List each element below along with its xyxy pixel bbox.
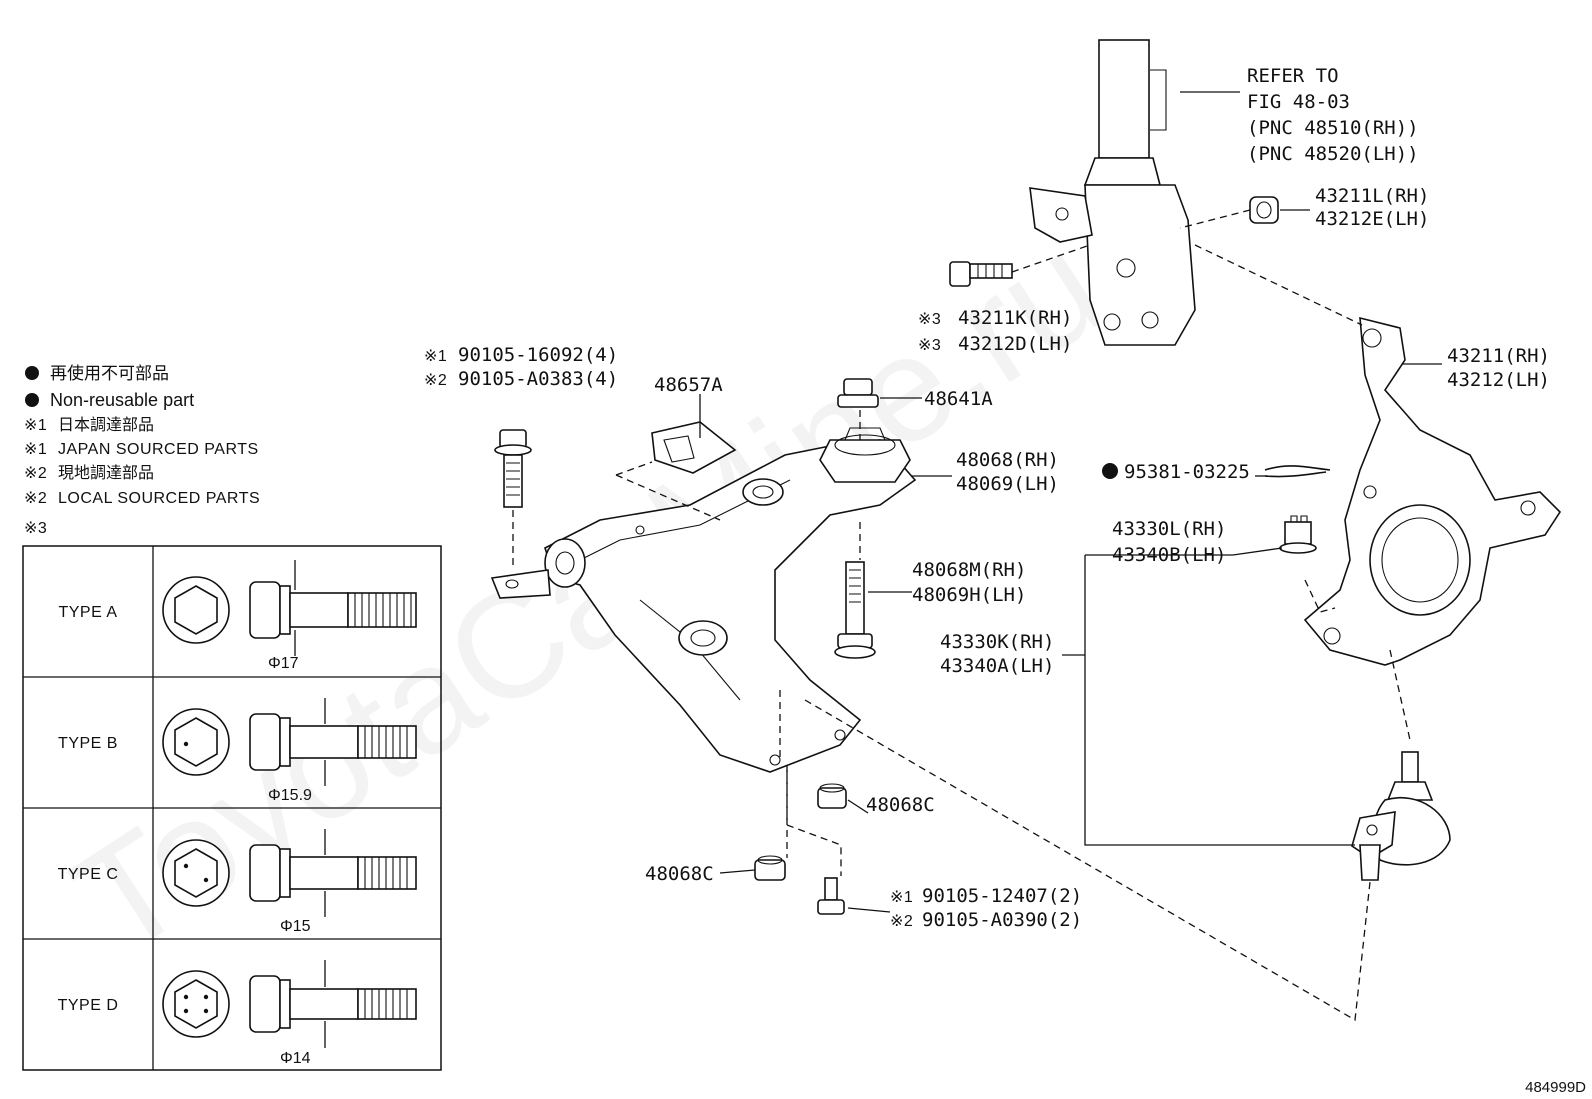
bolt-side-icon — [249, 698, 417, 786]
sourcing-mark: ※1 — [424, 348, 447, 365]
callout-48657A: 48657A — [654, 374, 723, 396]
callout-43211L: 43211L(RH) 43212E(LH) — [1315, 185, 1429, 230]
part-number: 48068(RH) — [956, 449, 1059, 471]
castle-nut-43330L — [1279, 515, 1317, 554]
part-number: 43212(LH) — [1447, 369, 1550, 391]
non-reusable-dot-icon — [25, 393, 39, 407]
bolt-head-icon — [162, 970, 230, 1038]
diameter-label: Φ17 — [268, 655, 299, 672]
bolt-side-icon — [249, 560, 417, 656]
sourcing-mark: ※1 — [890, 889, 913, 906]
callout-95381: 95381-03225 — [1102, 461, 1250, 483]
callout-90105-bottom: ※1 90105-12407(2) ※2 90105-A0390(2) — [890, 885, 1082, 931]
nut-48641A — [837, 378, 879, 408]
figure-id: 484999D — [1525, 1079, 1586, 1096]
bushing-stopper-48657A — [651, 421, 737, 474]
lower-control-arm — [490, 427, 917, 773]
type-label: TYPE C — [58, 866, 119, 883]
legend-line-2: Non-reusable part — [50, 390, 194, 410]
legend-mark-3: ※1 — [24, 417, 47, 434]
nut-48068C-right — [817, 783, 847, 809]
legend-line-1: 再使用不可部品 — [50, 363, 169, 383]
part-number: 95381-03225 — [1124, 461, 1250, 483]
legend-mark-6: ※2 — [24, 490, 47, 507]
callout-90105-top: ※1 90105-16092(4) ※2 90105-A0383(4) — [424, 344, 618, 390]
type-label: TYPE A — [58, 604, 117, 621]
cotter-pin-95381 — [1264, 465, 1331, 478]
assembly-lines — [512, 209, 1411, 1022]
table-row: TYPE C Φ15 — [58, 829, 417, 935]
bolt-head-icon — [162, 708, 230, 776]
legend-mark-4: ※1 — [24, 441, 47, 458]
callout-48068M: 48068M(RH) 48069H(LH) — [912, 559, 1026, 606]
part-number: 43330L(RH) — [1112, 518, 1226, 540]
part-number: 48069H(LH) — [912, 584, 1026, 606]
type-label: TYPE B — [58, 735, 118, 752]
part-number: 48069(LH) — [956, 473, 1059, 495]
part-number: 90105-A0383(4) — [458, 368, 618, 390]
bolt-43211K — [949, 261, 1013, 287]
nut-48068C-left — [754, 855, 786, 881]
table-row: TYPE B Φ15.9 — [58, 698, 417, 804]
sourcing-mark: ※3 — [918, 311, 941, 328]
part-number: 48068M(RH) — [912, 559, 1026, 581]
callout-48068: 48068(RH) 48069(LH) — [956, 449, 1059, 495]
part-number: 43330K(RH) — [940, 631, 1054, 653]
bolt-head-icon — [162, 839, 230, 907]
legend-line-4: JAPAN SOURCED PARTS — [58, 441, 259, 458]
legend-mark-5: ※2 — [24, 465, 47, 482]
table-row: TYPE D Φ14 — [58, 960, 417, 1067]
callout-43211K: ※3 43211K(RH) ※3 43212D(LH) — [918, 307, 1072, 355]
part-number: 43211L(RH) — [1315, 185, 1429, 207]
bolt-side-icon — [249, 960, 417, 1048]
legend-line-3: 日本調達部品 — [58, 416, 154, 434]
diameter-label: Φ15.9 — [268, 787, 312, 804]
bolt-90105-bottom — [817, 877, 845, 915]
nut-43211L — [1249, 196, 1279, 224]
part-number: 43211K(RH) — [958, 307, 1072, 329]
bolt-90105-top — [494, 429, 532, 508]
diameter-label: Φ15 — [280, 918, 311, 935]
sourcing-mark: ※3 — [918, 337, 941, 354]
legend-line-6: LOCAL SOURCED PARTS — [58, 490, 260, 507]
legend-mark-7: ※3 — [24, 520, 47, 537]
refer-line-1: REFER TO — [1247, 65, 1339, 87]
callout-48641A: 48641A — [924, 388, 993, 410]
part-number: 43212E(LH) — [1315, 208, 1429, 230]
table-row: TYPE A Φ17 — [58, 560, 417, 672]
callout-48068C-right: 48068C — [866, 794, 935, 816]
sourcing-mark: ※2 — [890, 913, 913, 930]
lower-ball-joint — [1351, 751, 1451, 881]
leader-lines — [699, 91, 1442, 913]
callout-refer: REFER TO FIG 48-03 (PNC 48510(RH)) (PNC … — [1247, 65, 1419, 165]
part-number: 90105-12407(2) — [922, 885, 1082, 907]
part-number: 43212D(LH) — [958, 333, 1072, 355]
legend: 再使用不可部品 Non-reusable part ※1 日本調達部品 ※1 J… — [24, 363, 260, 537]
part-number: 43211(RH) — [1447, 345, 1550, 367]
callout-43330L: 43330L(RH) 43340B(LH) — [1112, 518, 1226, 566]
non-reusable-dot-icon — [25, 366, 39, 380]
type-label: TYPE D — [58, 997, 119, 1014]
bolt-side-icon — [249, 829, 417, 917]
bolt-type-table: TYPE A Φ17 TYPE B — [22, 545, 442, 1071]
part-number: 43340A(LH) — [940, 655, 1054, 677]
sourcing-mark: ※2 — [424, 372, 447, 389]
legend-line-5: 現地調達部品 — [58, 464, 154, 482]
refer-line-4: (PNC 48520(LH)) — [1247, 143, 1419, 165]
diameter-label: Φ14 — [280, 1050, 311, 1067]
shock-absorber-strut — [1029, 39, 1196, 346]
callout-48068C-left: 48068C — [645, 863, 714, 885]
part-number: 90105-A0390(2) — [922, 909, 1082, 931]
part-number: 43340B(LH) — [1112, 544, 1226, 566]
part-number: 90105-16092(4) — [458, 344, 618, 366]
bolt-48068M — [834, 561, 876, 659]
steering-knuckle — [1303, 316, 1562, 666]
bolt-head-icon — [162, 576, 230, 644]
callout-43211: 43211(RH) 43212(LH) — [1447, 345, 1550, 391]
refer-line-3: (PNC 48510(RH)) — [1247, 117, 1419, 139]
refer-line-2: FIG 48-03 — [1247, 91, 1350, 113]
non-reusable-dot-icon — [1102, 463, 1118, 479]
callout-43330K: 43330K(RH) 43340A(LH) — [940, 631, 1054, 677]
